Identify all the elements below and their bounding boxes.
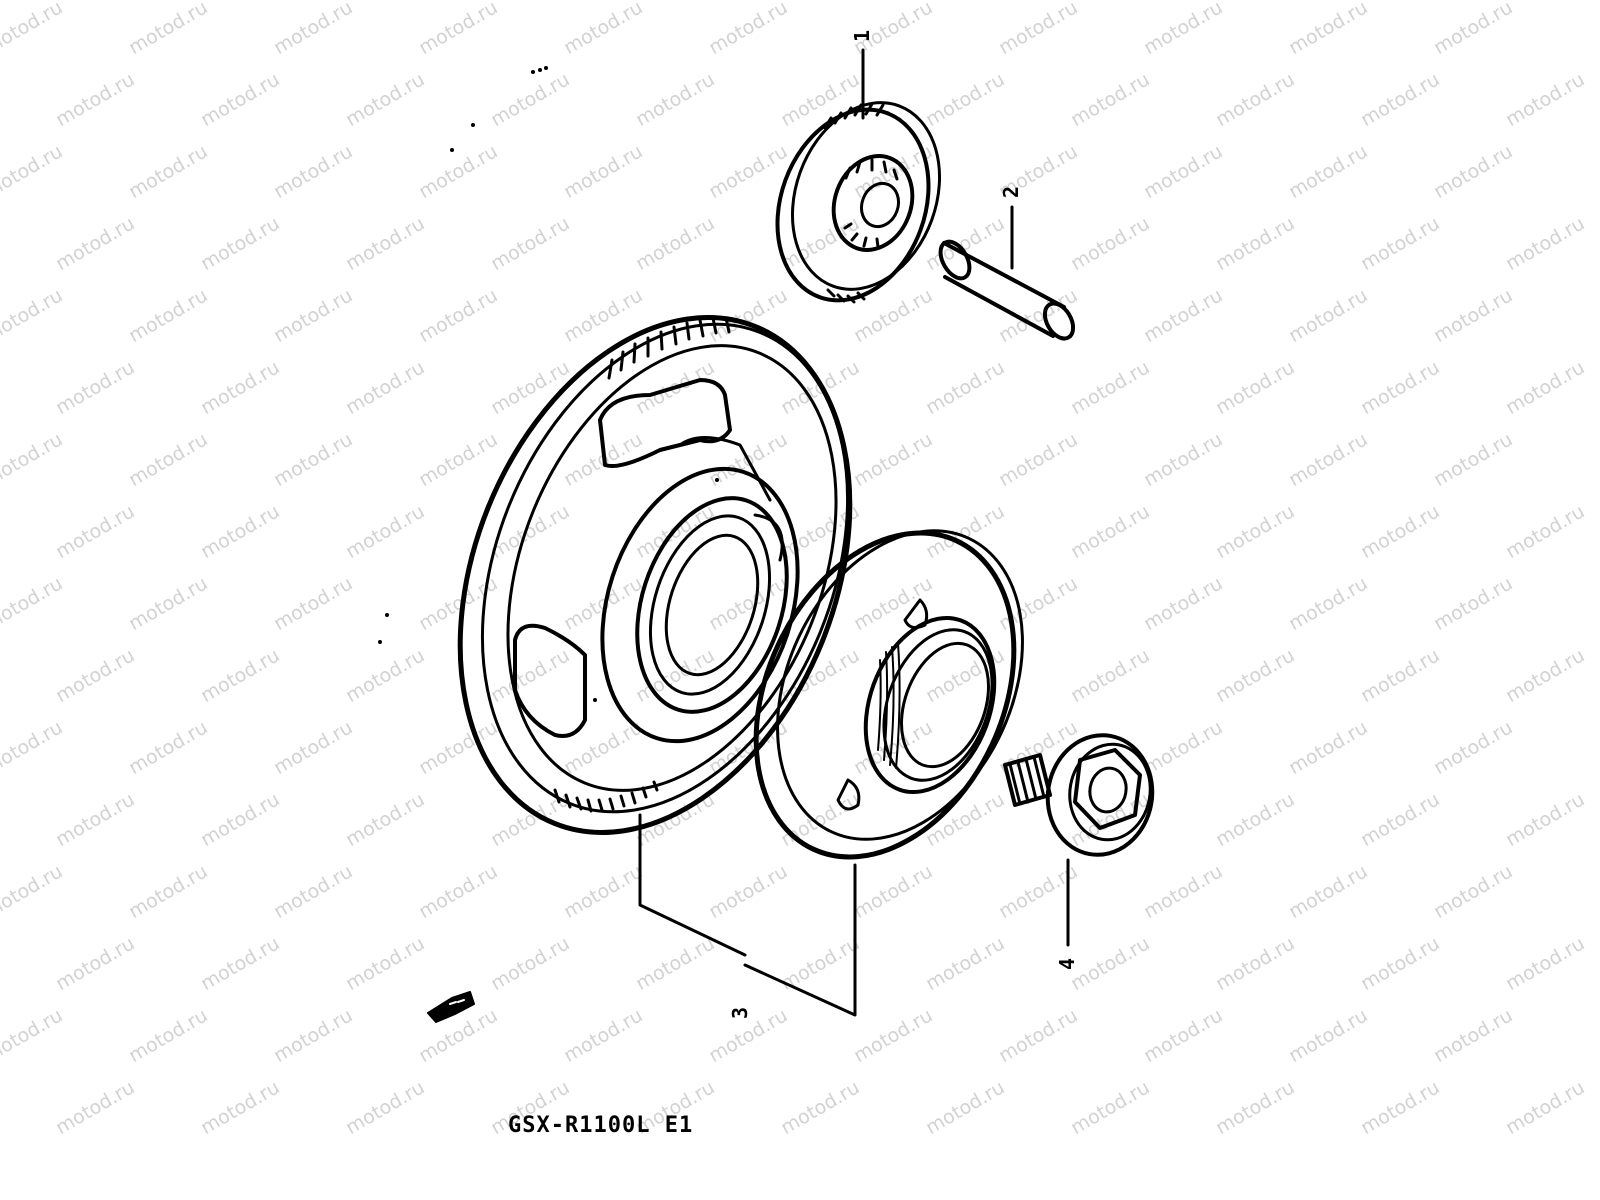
part-4-bolt[interactable] [1003,727,1162,863]
part-3-driven-gear[interactable] [388,259,923,891]
scan-specks [378,66,719,702]
callout-4: 4 [1055,957,1080,971]
part-3-starter-clutch[interactable] [706,491,1070,899]
callout-1: 1 [850,29,875,43]
front-arrow-icon [427,991,475,1023]
part-1-idle-gear[interactable] [752,82,965,322]
model-label: GSX-R1100L E1 [508,1113,694,1138]
part-2-shaft[interactable] [935,237,1079,344]
callout-2: 2 [999,185,1024,199]
callout-3: 3 [728,1006,753,1020]
leader-lines [638,48,1070,1017]
